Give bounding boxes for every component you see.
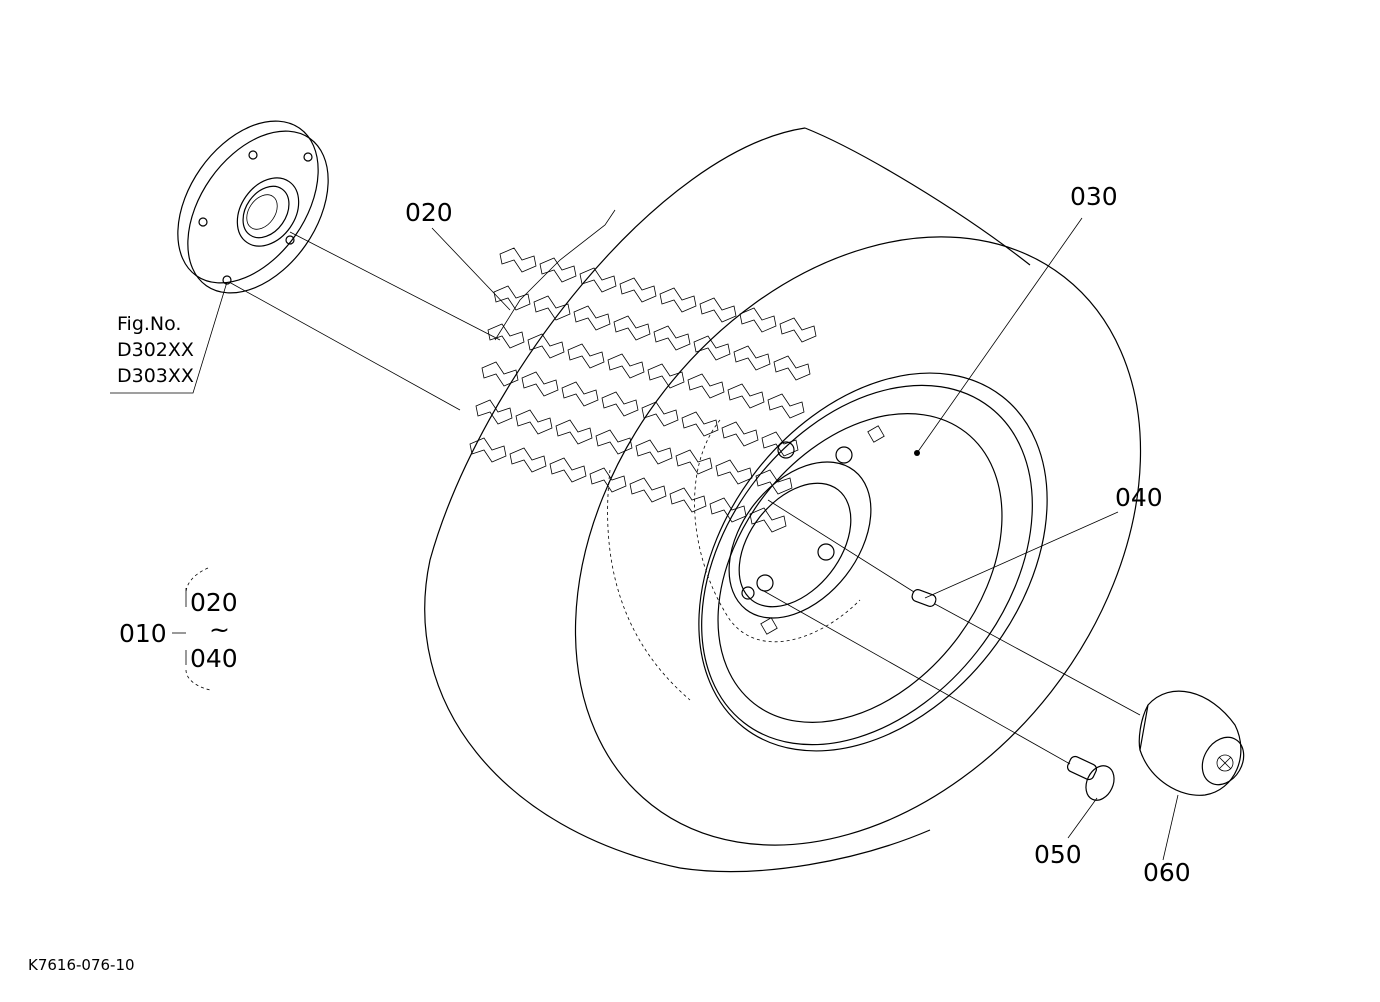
tread-lug	[641, 401, 679, 427]
range-to: 040	[190, 644, 238, 673]
hub-cap	[1138, 690, 1245, 796]
callout-020: 020	[405, 198, 453, 227]
callout-060: 060	[1143, 858, 1191, 887]
tread-lug	[733, 345, 771, 371]
tread-lug	[675, 449, 713, 475]
tread-lug	[669, 487, 707, 513]
tread-lug	[653, 325, 691, 351]
tread-lug	[595, 429, 633, 455]
tread-lug	[619, 277, 657, 303]
tread-lug	[533, 295, 571, 321]
tread-lug	[721, 421, 759, 447]
tread-lug	[659, 287, 697, 313]
tread-lug	[749, 507, 787, 533]
figure-ref-d302xx: D302XX	[117, 339, 194, 361]
tread-lug	[715, 459, 753, 485]
tread-lug	[509, 447, 547, 473]
tread-lug	[469, 437, 507, 463]
callout-040: 040	[1115, 483, 1163, 512]
tread-lug	[613, 315, 651, 341]
tread-lug	[499, 247, 537, 273]
tread-lug	[555, 419, 593, 445]
tread-lug	[739, 307, 777, 333]
tread-lug	[693, 335, 731, 361]
tread-lug	[481, 361, 519, 387]
drawing-number: K7616-076-10	[28, 956, 135, 974]
range-tilde: ~	[209, 615, 230, 644]
wheel-bolt	[1066, 755, 1115, 801]
tread-lug	[681, 411, 719, 437]
tread-lug	[567, 343, 605, 369]
tread-lug	[589, 467, 627, 493]
tread-lug	[561, 381, 599, 407]
tread-lug	[607, 353, 645, 379]
tread-lug	[767, 393, 805, 419]
tread-lug	[521, 371, 559, 397]
leader-lines	[110, 217, 1179, 861]
callout-010: 010	[119, 619, 167, 648]
tread-lug	[549, 457, 587, 483]
tire	[424, 127, 1142, 873]
wheel-rim	[694, 372, 1048, 752]
tread-lug	[527, 333, 565, 359]
tread-lug	[727, 383, 765, 409]
tread-lug	[493, 285, 531, 311]
range-from: 020	[190, 588, 238, 617]
assembly-axis-lines	[228, 231, 1141, 765]
callout-050: 050	[1034, 840, 1082, 869]
tread-lug	[601, 391, 639, 417]
tread-lug	[647, 363, 685, 389]
figure-ref-d303xx: D303XX	[117, 365, 194, 387]
tread-lug	[629, 477, 667, 503]
tread-lug	[755, 469, 793, 495]
tread-lug	[699, 297, 737, 323]
tread-lug	[475, 399, 513, 425]
tire-tread-pattern	[469, 209, 817, 533]
tread-lug	[687, 373, 725, 399]
tread-lug	[573, 305, 611, 331]
hub-flange	[177, 120, 329, 294]
wheel-stud	[911, 589, 937, 607]
tread-lug	[579, 267, 617, 293]
tread-lug	[761, 431, 799, 457]
tread-lug	[635, 439, 673, 465]
tread-lug	[515, 409, 553, 435]
tread-lug	[539, 257, 577, 283]
callout-030: 030	[1070, 182, 1118, 211]
tread-lug	[487, 323, 525, 349]
tread-lug	[773, 355, 811, 381]
tread-lug	[779, 317, 817, 343]
figure-ref-heading: Fig.No.	[117, 313, 182, 335]
